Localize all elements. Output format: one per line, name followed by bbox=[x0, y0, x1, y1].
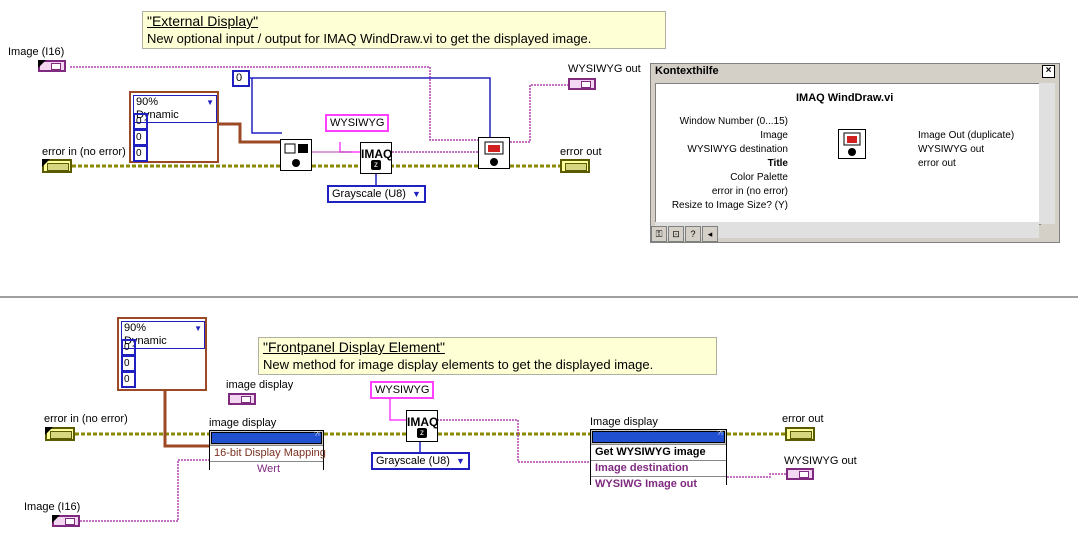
image-wire-top bbox=[70, 66, 478, 141]
window-number-constant[interactable]: 0 bbox=[232, 70, 250, 87]
grayscale-enum-bottom[interactable]: Grayscale (U8) bbox=[371, 452, 470, 470]
string-wire-bot bbox=[389, 397, 406, 421]
numeric-wire-b bbox=[251, 78, 282, 134]
error-out-terminal[interactable] bbox=[560, 159, 590, 173]
scroll-left-icon[interactable]: ◂ bbox=[702, 226, 718, 242]
error-in-terminal[interactable] bbox=[42, 159, 72, 173]
help-horizontal-scrollbar[interactable] bbox=[655, 222, 1039, 238]
error-out-terminal-bottom[interactable] bbox=[785, 427, 815, 441]
numeric-wire-a bbox=[245, 77, 491, 140]
help-output-2: error out bbox=[918, 158, 956, 169]
error-out-label-bottom: error out bbox=[782, 413, 824, 425]
cluster-wire-bot bbox=[163, 388, 210, 448]
array-cell-bottom-0[interactable]: 0 bbox=[121, 339, 136, 356]
wysiwyg-wire-top bbox=[510, 84, 568, 143]
imaq-create-vi[interactable]: IMAQ z bbox=[360, 142, 392, 174]
image-input-terminal[interactable] bbox=[38, 60, 66, 72]
invoke-node-header bbox=[592, 430, 725, 443]
help-vertical-scrollbar[interactable] bbox=[1039, 83, 1055, 224]
property-value[interactable]: Wert bbox=[210, 461, 323, 477]
imaq-glyph-icon: z bbox=[371, 160, 381, 170]
note-description-bottom: New method for image display elements to… bbox=[263, 357, 654, 372]
imaq-label-bottom: IMAQ bbox=[407, 415, 439, 429]
array-cell-bottom-1[interactable]: 0 bbox=[121, 355, 136, 372]
external-display-note: "External Display" New optional input / … bbox=[142, 11, 666, 49]
note-title-bottom: "Frontpanel Display Element" bbox=[263, 339, 445, 355]
invoke-image-destination[interactable]: Image destination bbox=[591, 460, 726, 476]
invoke-method-name[interactable]: Get WYSIWYG image bbox=[591, 444, 726, 460]
image-input-terminal-bottom[interactable] bbox=[52, 515, 80, 527]
help-vi-name: IMAQ WindDraw.vi bbox=[796, 92, 894, 104]
wysiwyg-out-label-bottom: WYSIWYG out bbox=[784, 455, 857, 467]
error-in-label-bottom: error in (no error) bbox=[44, 413, 128, 425]
help-input-4: Color Palette bbox=[730, 172, 788, 183]
windraw-icon bbox=[484, 141, 504, 166]
help-input-5: error in (no error) bbox=[711, 186, 788, 197]
image-display-invoke-node[interactable]: Get WYSIWYG image Image destination WYSI… bbox=[590, 429, 727, 492]
help-toolbar: ⚿ ⊡ ? ◂ bbox=[651, 226, 718, 242]
imaq-create-vi-bottom[interactable]: IMAQ z bbox=[406, 410, 438, 442]
image-display-terminal[interactable] bbox=[228, 393, 256, 405]
context-help-window[interactable]: Kontexthilfe × IMAQ WindDraw.vi Window N… bbox=[650, 63, 1060, 243]
array-cell-1[interactable]: 0 bbox=[133, 129, 148, 146]
property-node-header bbox=[211, 431, 322, 444]
image-display-terminal-label: image display bbox=[226, 379, 294, 391]
help-input-2: WYSIWYG destination bbox=[687, 144, 788, 155]
help-output-1: WYSIWYG out bbox=[918, 144, 985, 155]
detail-icon[interactable]: ⊡ bbox=[668, 226, 684, 242]
wysiwyg-out-label: WYSIWYG out bbox=[568, 63, 641, 75]
property-node-label: image display bbox=[209, 417, 277, 429]
imaq-label: IMAQ bbox=[361, 147, 393, 161]
help-windraw-icon bbox=[838, 129, 866, 159]
help-question-icon[interactable]: ? bbox=[685, 226, 701, 242]
string-wire-top bbox=[339, 142, 360, 153]
imaq-glyph-icon-bottom: z bbox=[417, 428, 427, 438]
property-display-mapping[interactable]: 16-bit Display Mapping bbox=[210, 445, 326, 461]
help-window-titlebar[interactable]: Kontexthilfe × bbox=[651, 64, 1059, 79]
invoke-wysiwyg-image-out[interactable]: WYSIWG Image out bbox=[591, 476, 726, 492]
help-input-0: Window Number (0...15) bbox=[679, 116, 788, 127]
grayscale-enum[interactable]: Grayscale (U8) bbox=[327, 185, 426, 203]
close-icon[interactable]: × bbox=[1042, 65, 1055, 78]
invoke-node-label: Image display bbox=[590, 416, 658, 428]
array-cell-0[interactable]: 0 bbox=[133, 113, 148, 130]
help-window-title: Kontexthilfe bbox=[655, 65, 719, 77]
note-description: New optional input / output for IMAQ Win… bbox=[147, 31, 592, 46]
help-input-3: Title bbox=[767, 158, 788, 169]
array-cell-bottom-2[interactable]: 0 bbox=[121, 371, 136, 388]
wysiwyg-string-constant-bottom[interactable]: WYSIWYG bbox=[370, 381, 435, 399]
image-input-label: Image (I16) bbox=[8, 46, 65, 58]
array-cell-2[interactable]: 0 bbox=[133, 145, 148, 162]
error-in-label: error in (no error) bbox=[42, 146, 126, 158]
section-divider bbox=[0, 296, 1078, 298]
window-setup-icon bbox=[284, 143, 308, 167]
cluster-wire-top bbox=[218, 122, 282, 144]
display-mapping-array[interactable]: 90% Dynamic 0 0 0 bbox=[129, 91, 219, 163]
help-input-1: Image bbox=[760, 130, 788, 141]
wysiwyg-wire-bot bbox=[727, 473, 786, 478]
wysiwyg-out-terminal-bottom[interactable] bbox=[786, 468, 814, 480]
wysiwyg-out-terminal[interactable] bbox=[568, 78, 596, 90]
image-display-property-node[interactable]: 16-bit Display Mapping Wert bbox=[209, 430, 326, 477]
error-out-label: error out bbox=[560, 146, 602, 158]
lock-icon[interactable]: ⚿ bbox=[651, 226, 667, 242]
image-input-label-bottom: Image (I16) bbox=[24, 501, 81, 513]
help-input-6: Resize to Image Size? (Y) bbox=[671, 200, 788, 211]
display-mapping-array-bottom[interactable]: 90% Dynamic 0 0 0 bbox=[117, 317, 207, 391]
image-wire-bot bbox=[80, 459, 210, 522]
image-wire-bot-2 bbox=[437, 419, 590, 463]
windraw-vi[interactable] bbox=[478, 137, 510, 169]
help-output-0: Image Out (duplicate) bbox=[918, 130, 1015, 141]
error-in-terminal-bottom[interactable] bbox=[45, 427, 75, 441]
frontpanel-display-note: "Frontpanel Display Element" New method … bbox=[258, 337, 717, 375]
note-title: "External Display" bbox=[147, 13, 259, 29]
window-setup-vi[interactable] bbox=[280, 139, 312, 171]
wysiwyg-string-constant[interactable]: WYSIWYG bbox=[325, 114, 390, 132]
help-content: IMAQ WindDraw.vi Window Number (0...15) … bbox=[655, 83, 1041, 225]
